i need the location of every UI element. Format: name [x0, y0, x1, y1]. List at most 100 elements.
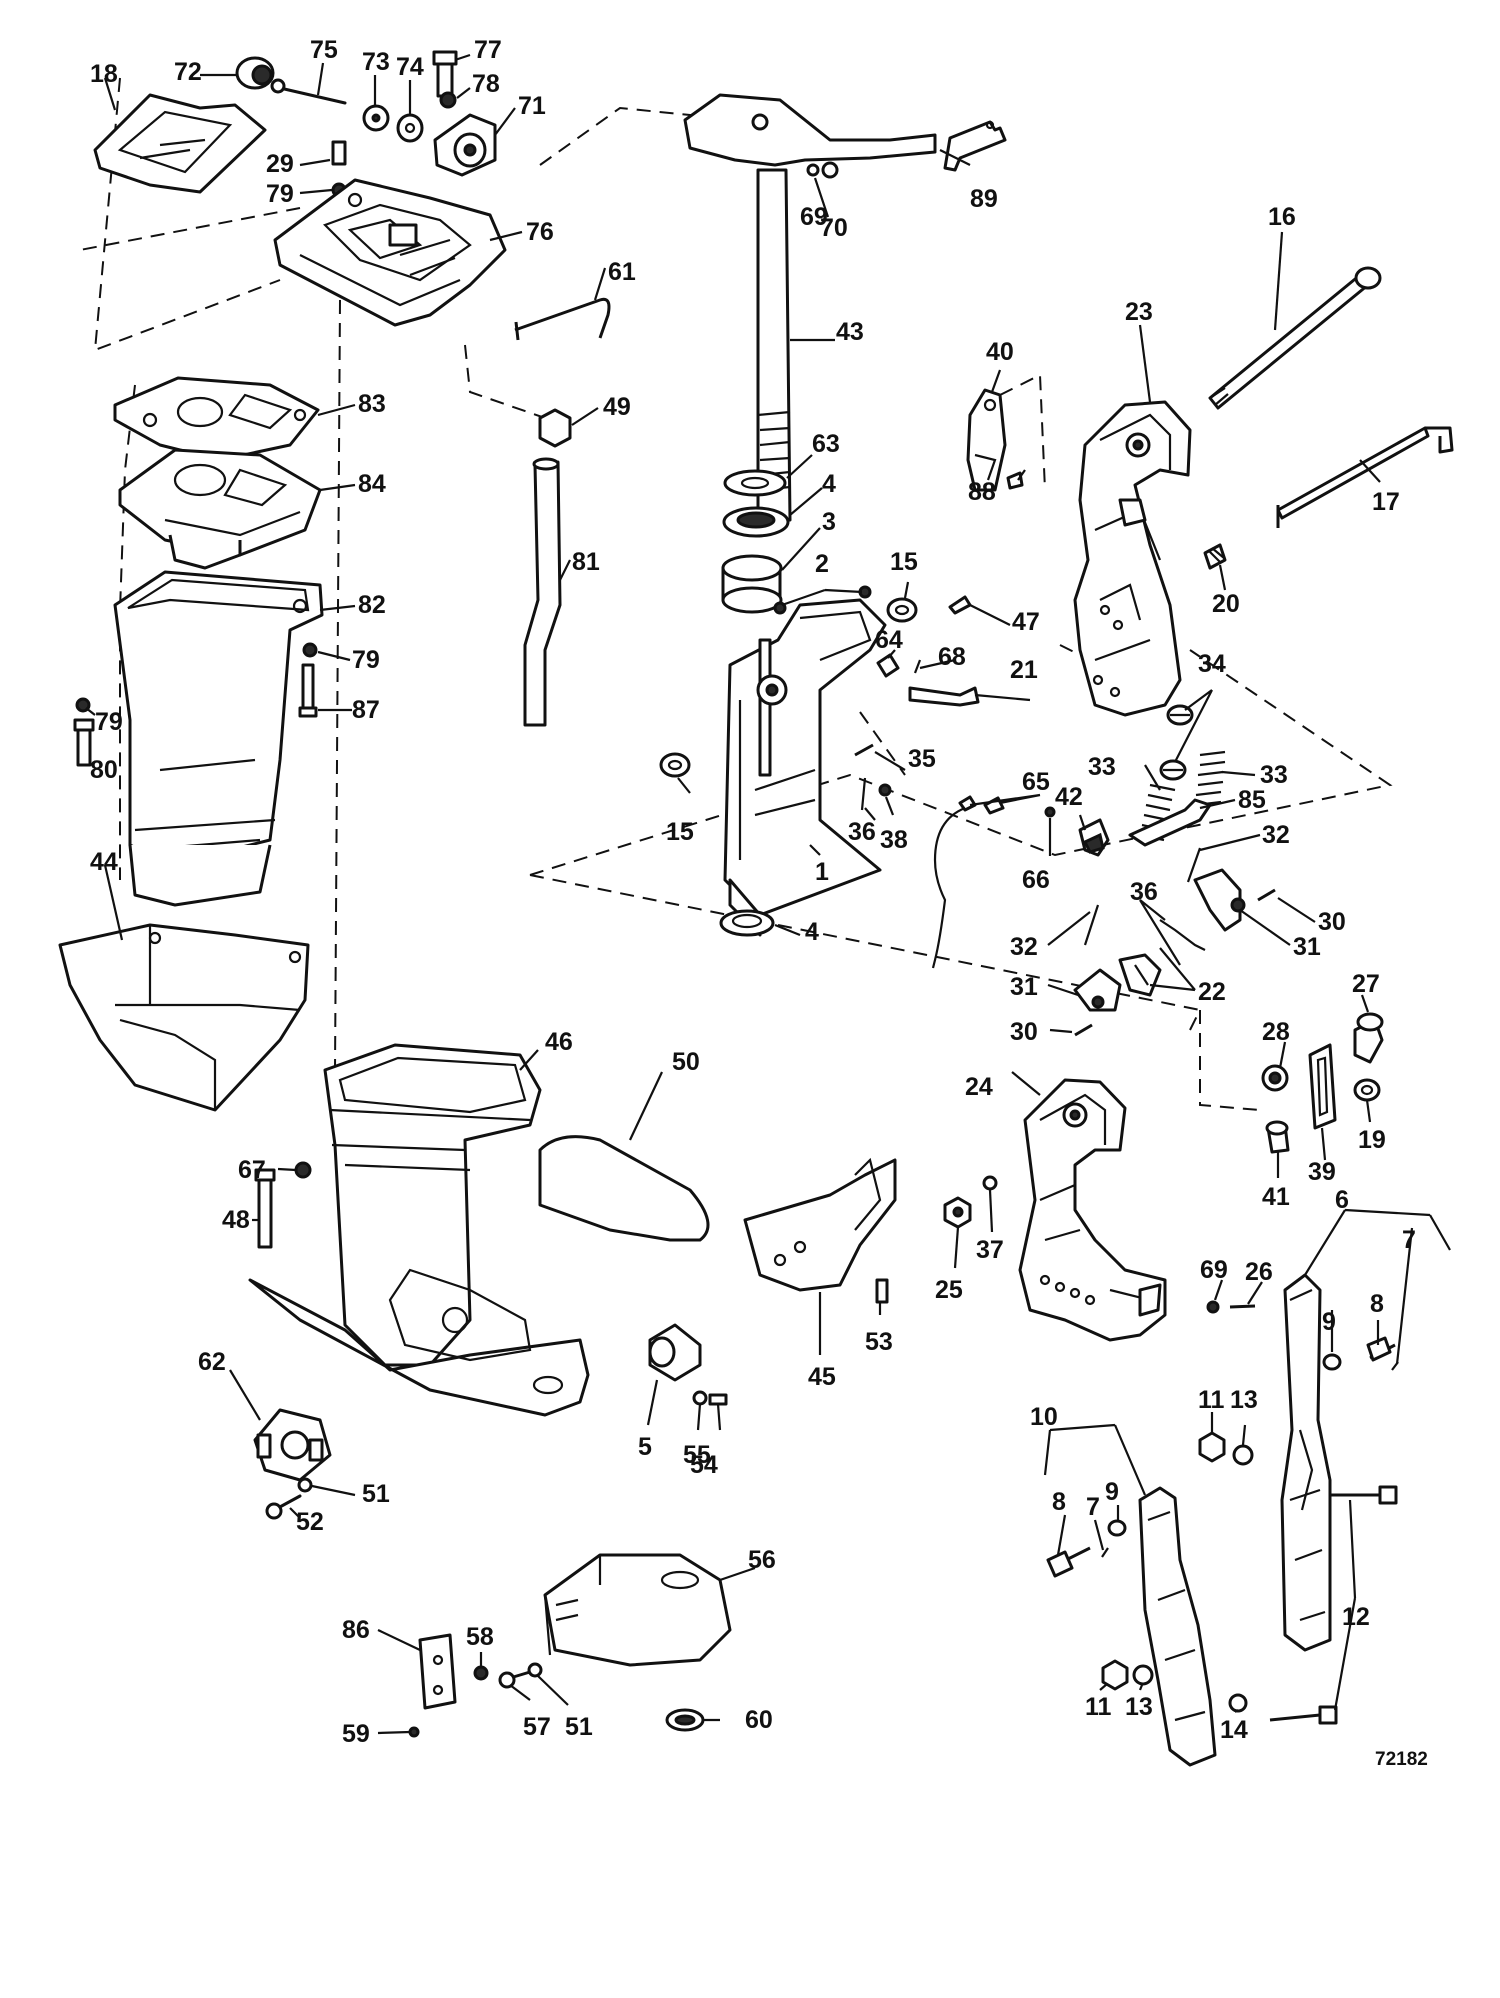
callout-36: 36	[848, 818, 876, 846]
washer-14	[1228, 1693, 1248, 1713]
screw-30-left	[1074, 1023, 1093, 1037]
tilt-link-plate-39	[1308, 1043, 1337, 1130]
callout-32: 32	[1010, 933, 1038, 961]
washer-67	[294, 1161, 312, 1179]
callout-40: 40	[986, 338, 1014, 366]
screw-48	[254, 1168, 276, 1249]
lock-lever-40	[966, 388, 1007, 492]
stern-bracket-24	[1018, 1078, 1167, 1342]
callout-9: 9	[1322, 1308, 1336, 1336]
callout-27: 27	[1352, 970, 1380, 998]
washer-69-right	[1206, 1300, 1220, 1314]
callout-24: 24	[965, 1073, 993, 1101]
lower-mount-62	[253, 1408, 332, 1482]
callout-1: 1	[815, 858, 829, 886]
mount-71	[433, 113, 497, 177]
spring-47	[948, 595, 972, 615]
callout-30: 30	[1318, 908, 1346, 936]
callout-15: 15	[890, 548, 918, 576]
clamp-screw-assembly-6	[1280, 1273, 1332, 1652]
callout-85: 85	[1238, 786, 1266, 814]
callout-21: 21	[1010, 656, 1038, 684]
washer-13-lower	[1132, 1664, 1154, 1686]
screw-80	[73, 718, 95, 767]
callout-9: 9	[1105, 1478, 1119, 1506]
callout-33: 33	[1088, 753, 1116, 781]
callout-60: 60	[745, 1706, 773, 1734]
screw-59	[408, 1726, 420, 1738]
grease-fitting-2	[773, 585, 872, 615]
pin-88	[1006, 471, 1024, 490]
clamp-screw-assembly-10	[1138, 1486, 1217, 1767]
callout-8: 8	[1370, 1290, 1384, 1318]
screw-66	[1044, 806, 1056, 818]
exhaust-gasket-18	[93, 93, 267, 194]
pin-68	[913, 659, 922, 674]
tilt-link-31-left	[1073, 968, 1122, 1012]
callout-46: 46	[545, 1028, 573, 1056]
callout-45: 45	[808, 1363, 836, 1391]
washer-55	[692, 1390, 708, 1406]
callout-3: 3	[822, 508, 836, 536]
callout-11: 11	[1198, 1386, 1225, 1414]
callout-38: 38	[880, 826, 908, 854]
callout-54: 54	[690, 1451, 718, 1479]
callout-44: 44	[90, 848, 118, 876]
callout-4: 4	[805, 918, 819, 946]
callout-30: 30	[1010, 1018, 1038, 1046]
exhaust-housing-46	[248, 1043, 590, 1417]
callout-64: 64	[875, 626, 903, 654]
tilt-link-31-right	[1193, 868, 1246, 932]
spring-33-left	[1139, 783, 1176, 842]
thrust-washer-15-upper	[886, 597, 918, 623]
callout-76: 76	[526, 218, 554, 246]
callout-41: 41	[1262, 1183, 1290, 1211]
callout-62: 62	[198, 1348, 226, 1376]
water-tube-81	[523, 457, 562, 727]
exhaust-tube-82	[113, 570, 324, 907]
exhaust-housing-adapter-76	[273, 178, 507, 327]
callout-73: 73	[362, 48, 390, 76]
bushing-3	[721, 554, 783, 614]
screw-87	[298, 663, 318, 718]
callout-63: 63	[812, 430, 840, 458]
shift-cable-65	[931, 795, 1005, 969]
seal-50	[538, 1135, 710, 1242]
callout-69: 69	[1200, 1256, 1228, 1284]
callout-68: 68	[938, 643, 966, 671]
washer-9-right	[1322, 1353, 1342, 1371]
callout-12: 12	[1342, 1603, 1370, 1631]
callout-88: 88	[968, 478, 996, 506]
callout-78: 78	[472, 70, 500, 98]
tilt-link-22	[1118, 953, 1162, 997]
bolt-12	[1269, 1485, 1398, 1725]
washer-79-right	[302, 642, 318, 658]
swivel-bracket-1	[723, 598, 887, 937]
spring-33-right	[1195, 750, 1226, 807]
callout-53: 53	[865, 1328, 893, 1356]
washer-13-upper	[1232, 1444, 1254, 1466]
callout-79: 79	[352, 646, 380, 674]
callout-82: 82	[358, 591, 386, 619]
callout-13: 13	[1230, 1386, 1258, 1414]
water-tube-61	[514, 297, 611, 341]
callout-52: 52	[296, 1508, 324, 1536]
screw-53	[875, 1278, 889, 1304]
callout-31: 31	[1010, 973, 1038, 1001]
screw-30-right	[1257, 888, 1276, 902]
gasket-83	[113, 376, 320, 462]
callout-8: 8	[1052, 1488, 1066, 1516]
callout-83: 83	[358, 390, 386, 418]
washer-78	[439, 91, 457, 109]
grounding-strap-89	[943, 120, 1007, 172]
callout-5: 5	[638, 1433, 652, 1461]
tilt-tube-16	[1208, 266, 1382, 410]
seal-60	[665, 1708, 705, 1732]
callout-71: 71	[518, 92, 546, 120]
callout-7: 7	[1086, 1493, 1100, 1521]
callout-28: 28	[1262, 1018, 1290, 1046]
callout-69: 69	[800, 203, 828, 231]
callout-58: 58	[466, 1623, 494, 1651]
callout-33: 33	[1260, 761, 1288, 789]
rubber-mount-5	[648, 1323, 702, 1382]
